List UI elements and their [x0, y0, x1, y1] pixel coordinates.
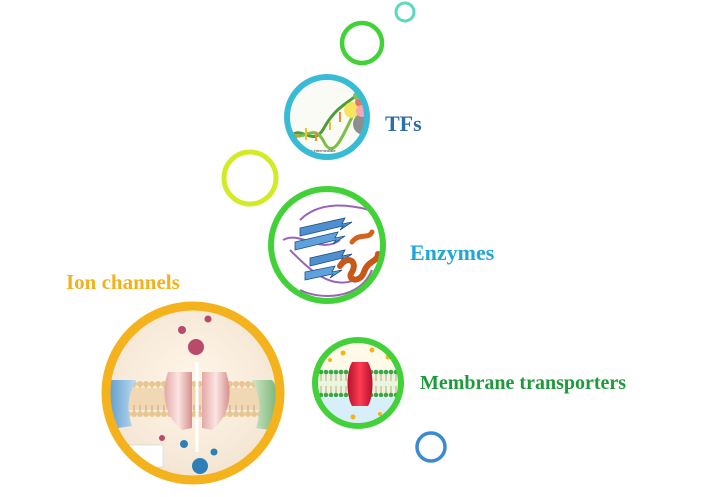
- ring-lime: [221, 149, 279, 207]
- membrane-transporters-label: Membrane transporters: [420, 372, 627, 394]
- ion-channels-bubble: sodium (K⁺): [101, 301, 285, 485]
- protein-ribbon-illustration: [282, 204, 381, 297]
- dna-caption: Periodic intermediate: [298, 148, 336, 153]
- enzymes-label: Enzymes: [410, 240, 495, 265]
- ring-small-teal: [394, 1, 416, 23]
- membrane-transporters-bubble: [312, 337, 404, 429]
- tfs-bubble: Periodic intermediate: [284, 74, 370, 160]
- ring-green-top: [339, 20, 385, 66]
- ion-channels-label: Ion channels: [66, 270, 180, 294]
- enzymes-bubble: [268, 186, 386, 304]
- tfs-label: TFs: [385, 111, 422, 136]
- ring-blue-small: [415, 431, 447, 463]
